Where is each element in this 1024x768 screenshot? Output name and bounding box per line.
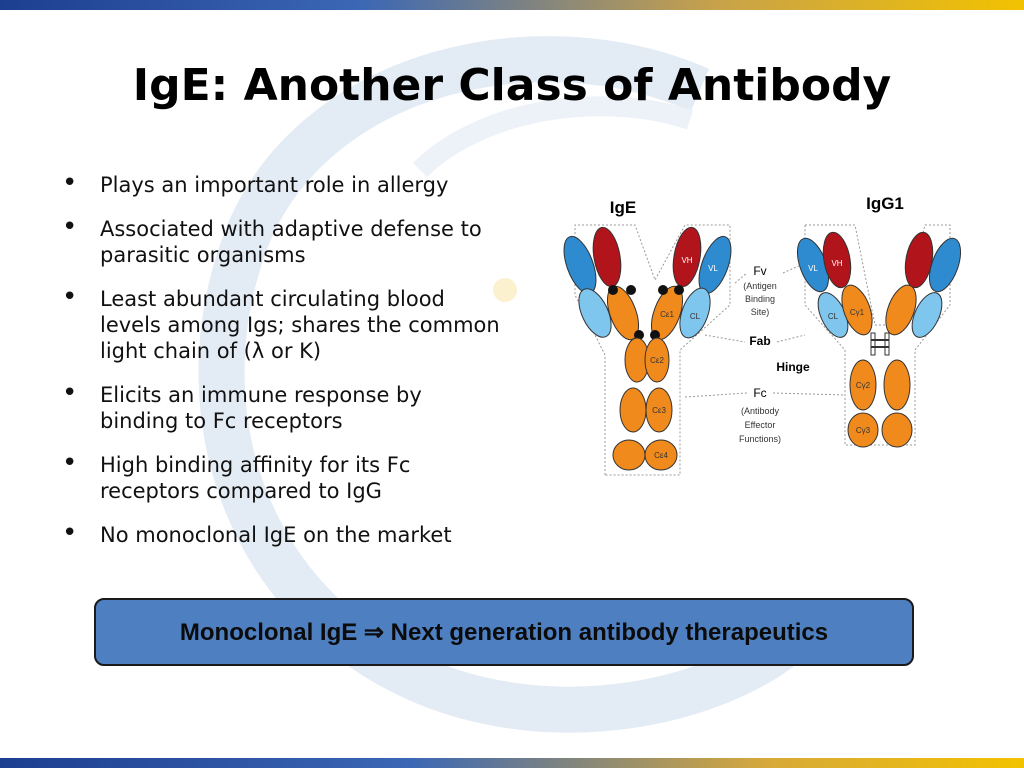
ige-cl-domain-left [578,288,612,338]
fv-label: Fv [753,264,766,278]
igg1-vh-domain-left [822,231,852,289]
igg1-label: IgG1 [866,194,904,213]
fc-label: Fc [753,386,766,400]
bullet-dot-icon: • [62,378,78,408]
bullet-list: •Plays an important role in allergy •Ass… [60,168,500,566]
bullet-dot-icon: • [62,282,78,312]
bullet-dot-icon: • [62,212,78,242]
ige-ce1-label: Cε1 [660,310,674,319]
fv-sub-label: Binding [745,294,775,304]
hinge-label: Hinge [776,360,810,374]
ige-ce2-label: Cε2 [650,356,664,365]
ige-ce3-domain-left [619,387,647,433]
igg1-hinge-left [870,332,876,356]
disulfide-bond-icon [634,330,644,340]
fc-connector [684,392,748,398]
ige-vh-label: VH [681,256,692,265]
fab-connector [704,334,746,343]
fv-sub-label: (Antigen [743,281,777,291]
bullet-item: •Least abundant circulating blood levels… [62,282,500,363]
igg1-cg3-domain-right [881,412,913,448]
disulfide-bond-icon [608,285,618,295]
igg1-cg2-domain-left [849,359,877,411]
igg1-cg1-domain-right [885,284,917,336]
fc-connector [772,392,846,396]
igg1-hinge-right [884,332,890,356]
ige-label: IgE [610,198,636,217]
fc-sub-label: (Antibody [741,406,780,416]
disulfide-bond-icon [626,285,636,295]
bullet-item: •Plays an important role in allergy [62,168,449,198]
igg1-vh-label: VH [831,259,842,268]
callout-box: Monoclonal IgE ⇒ Next generation antibod… [94,598,914,666]
igg1-cg1-label: Cγ1 [850,308,865,317]
igg1-region-outline [804,224,951,446]
slide-title: IgE: Another Class of Antibody [132,60,892,111]
ige-ce2-domain-right [644,337,670,383]
ige-cl-domain-right [679,287,711,339]
disulfide-bond-icon [674,285,684,295]
disulfide-bond-icon [650,330,660,340]
igg1-cl-domain-right [911,292,943,338]
bottom-accent-bar [0,758,1024,768]
fc-sub-label: Effector [745,420,776,430]
ige-cl-label: CL [690,312,701,321]
fc-sub-label: Functions) [739,434,781,444]
ige-ce3-label: Cε3 [652,406,666,415]
bullet-item: •Elicits an immune response by binding t… [62,378,422,433]
igg1-cg3-label: Cγ3 [856,426,871,435]
fv-sub-label: Site) [751,307,770,317]
igg1-vl-label: VL [808,264,818,273]
ige-ce4-label: Cε4 [654,451,668,460]
bullet-dot-icon: • [62,168,78,198]
bullet-dot-icon: • [62,448,78,478]
bullet-item: •Associated with adaptive defense to par… [62,212,482,267]
ige-vl-label: VL [708,264,718,273]
ige-ce4-domain-right [644,439,678,471]
ige-ce4-domain-left [612,439,646,471]
igg1-cl-label: CL [828,312,839,321]
ige-ce3-domain-right [645,387,673,433]
igg1-cg1-domain-left [841,284,873,336]
bullet-item: •High binding affinity for its Fc recept… [62,448,411,503]
bullet-dot-icon: • [62,518,78,548]
top-accent-bar [0,0,1024,10]
disulfide-bond-icon [658,285,668,295]
fv-connector [782,264,802,274]
fab-connector [776,334,806,343]
antibody-structure-diagram: IgE IgG1 VH VL CL Cε1 Cε2 Cε3 Cε4 VH VL … [563,194,962,476]
fv-connector [734,272,748,284]
igg1-vl-domain-right [928,237,962,293]
igg1-cg2-domain-right [883,359,911,411]
igg1-cg3-domain-left [847,412,879,448]
igg1-vh-domain-right [904,231,934,289]
igg1-cg2-label: Cγ2 [856,381,871,390]
fab-label: Fab [749,334,770,348]
bullet-item: •No monoclonal IgE on the market [62,518,452,548]
